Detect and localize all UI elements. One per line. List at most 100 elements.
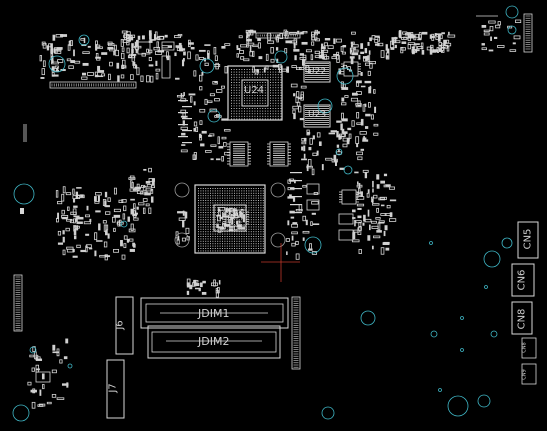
- cluster-top-right-c: [481, 19, 522, 52]
- cluster-top-center: [236, 29, 320, 66]
- via-hole: [48, 55, 66, 73]
- connector-label-j6: J6: [114, 320, 126, 330]
- via-hole: [321, 406, 335, 420]
- cluster-mid-right: [301, 129, 345, 176]
- cluster-right-cpu: [351, 169, 397, 255]
- bga-u24-core: [241, 79, 269, 107]
- chip-u23-stripe: [305, 120, 329, 121]
- chip-pair-left-stripe: [233, 152, 245, 154]
- via-hole: [317, 98, 333, 114]
- chip-u22-stripe: [305, 73, 329, 74]
- via-hole: [360, 310, 376, 326]
- cluster-u24-top: [252, 64, 311, 75]
- via-hole: [67, 363, 73, 369]
- dash-row: [182, 142, 192, 144]
- chip-label-u22: U22: [308, 67, 327, 77]
- mounting-ring: [174, 182, 190, 198]
- chip-right-mid-2: [338, 213, 354, 225]
- chip-u22-stripe: [305, 67, 329, 68]
- connector-label-cn6: CN6: [516, 269, 528, 291]
- via-hole: [430, 330, 438, 338]
- chip-u23-stripe: [305, 124, 329, 125]
- chip-pair-left-stripe: [233, 159, 245, 161]
- chip-u22-stripe: [305, 63, 329, 64]
- cluster-cpu-west: [175, 210, 190, 245]
- via-hole: [460, 348, 464, 352]
- cluster-cpu-east: [285, 178, 320, 260]
- chip-u22-stripe: [305, 75, 329, 76]
- via-hole: [304, 236, 322, 254]
- chip-pair-left-stripe: [233, 163, 245, 165]
- chip-u23-stripe: [305, 118, 329, 119]
- connector-cn8: [511, 301, 533, 335]
- cluster-top-left: [39, 34, 165, 83]
- connector-cn6: [511, 263, 535, 297]
- chip-u22-stripe: [305, 77, 329, 78]
- chip-cpu-inner-body: [225, 209, 247, 227]
- via-hole: [207, 109, 221, 123]
- connector-top-left-outline: [49, 81, 137, 89]
- part-left-small: [20, 208, 24, 214]
- part-bottom-left: [35, 371, 51, 383]
- via-hole: [13, 183, 35, 205]
- connector-label-cn8: CN8: [516, 308, 528, 330]
- connector-label-small-b: CN9: [521, 369, 528, 380]
- chip-pair-right-stripe: [273, 150, 285, 152]
- cluster-left-of-u24: [175, 39, 231, 162]
- chip-u23-stripe: [305, 110, 329, 111]
- via-hole: [120, 220, 128, 228]
- connector-right-of-slots: [291, 296, 301, 370]
- mounting-ring: [270, 232, 286, 248]
- cursor-crosshair: [261, 243, 300, 282]
- via-hole: [335, 148, 343, 156]
- chip-u23-stripe: [305, 112, 329, 113]
- via-hole: [12, 404, 30, 422]
- via-hole: [477, 394, 491, 408]
- chip-u23-stripe: [305, 116, 329, 117]
- chip-label-u23: U23: [308, 110, 327, 120]
- chip-u23-stripe: [305, 106, 329, 107]
- connector-left-edge: [13, 274, 23, 332]
- chip-east-b: [306, 199, 320, 211]
- dash-row-east: [290, 180, 302, 182]
- slot-jdim2-inner: [151, 331, 277, 353]
- dash-row-east: [290, 172, 302, 174]
- connector-j7: [106, 359, 125, 419]
- dash-row: [182, 106, 192, 108]
- connector-small-a: [521, 337, 537, 359]
- chip-u23: [303, 104, 331, 128]
- chip-pair-left-stripe: [233, 155, 245, 156]
- chip-pair-right-stripe: [273, 146, 285, 148]
- chip-u22-stripe: [305, 65, 329, 66]
- via-hole: [343, 165, 353, 175]
- cluster-u24-right: [290, 83, 307, 121]
- chip-pair-right-body: [269, 141, 289, 167]
- dash-row: [178, 124, 188, 126]
- via-hole: [490, 330, 498, 338]
- dash-row: [178, 100, 188, 102]
- chip-pair-right-stripe: [273, 159, 285, 161]
- connector-left-edge-outline: [13, 274, 23, 332]
- chip-pair-right-stripe: [273, 152, 285, 154]
- cluster-bottom-left: [27, 338, 69, 409]
- chip-cpu-inner: [223, 209, 249, 227]
- slot-label-jdim1: JDIM1: [198, 307, 230, 320]
- connector-label-j7: J7: [107, 383, 119, 393]
- chip-pair-left-stripe: [233, 157, 245, 159]
- chip-pair-left-stripe: [233, 146, 245, 148]
- connector-label-small-a: CN8: [521, 342, 528, 353]
- via-hole: [29, 346, 37, 354]
- slot-jdim1: [140, 297, 289, 329]
- cluster-above-slots: [186, 278, 221, 298]
- dash-row-east: [290, 188, 302, 190]
- mounting-ring: [270, 182, 286, 198]
- dash-row: [178, 136, 188, 138]
- connector-label-cn5: CN5: [522, 228, 534, 250]
- connector-top-right: [523, 13, 533, 53]
- chip-u23-stripe: [305, 108, 329, 109]
- via-hole: [505, 5, 519, 19]
- bga-cpu-outline: [194, 184, 266, 254]
- via-hole: [483, 250, 501, 268]
- dash-row-east: [290, 212, 302, 214]
